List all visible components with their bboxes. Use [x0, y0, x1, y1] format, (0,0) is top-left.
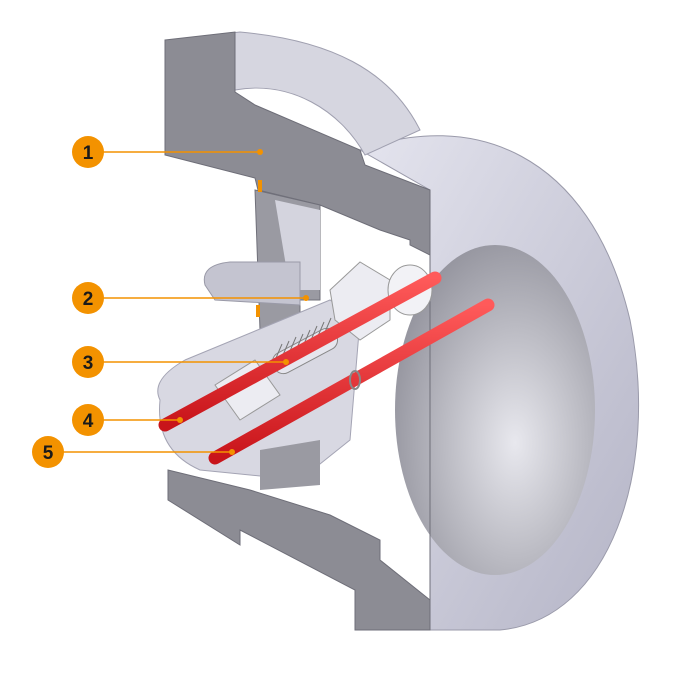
disc-lower-tab: [203, 261, 301, 306]
callout-label: 5: [43, 443, 54, 464]
callout-5: 5: [32, 436, 64, 468]
callout-label: 1: [83, 143, 94, 164]
callout-label: 4: [83, 411, 94, 432]
callout-1: 1: [72, 136, 104, 168]
body-cut-section: [164, 31, 431, 631]
stop-pin: [208, 298, 495, 465]
bracket-lower-block: [260, 440, 320, 490]
gasket-top: [258, 180, 262, 192]
gasket-bottom: [256, 305, 260, 317]
leader-dots: [177, 149, 309, 455]
callout-label: 2: [83, 289, 94, 310]
callout-2: 2: [72, 282, 104, 314]
stop-pin-ring: [349, 370, 361, 390]
hinge-pin: [158, 271, 442, 432]
callout-label: 3: [83, 353, 94, 374]
callout-3: 3: [72, 346, 104, 378]
callout-leaders: [60, 151, 306, 453]
callout-4: 4: [72, 404, 104, 436]
